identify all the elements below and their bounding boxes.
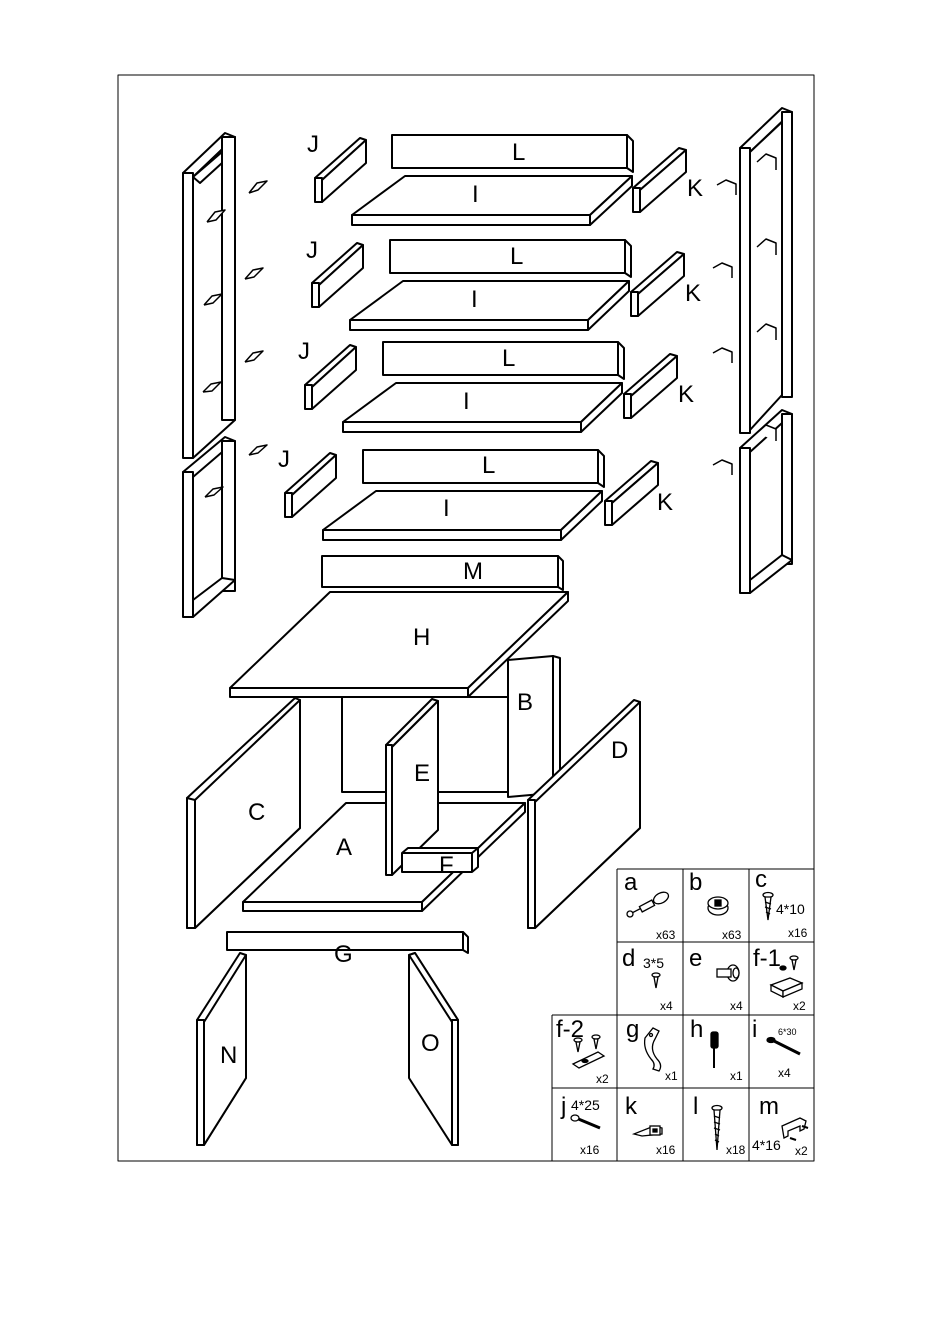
label-b: B xyxy=(517,689,533,716)
label-k-4: K xyxy=(657,489,673,516)
label-i-4: I xyxy=(443,495,450,522)
label-n: N xyxy=(220,1042,237,1069)
hw-letter-a: a xyxy=(624,869,638,896)
label-j-2: J xyxy=(306,237,318,264)
tier-1 xyxy=(315,135,686,225)
hw-count-g: x1 xyxy=(665,1069,678,1083)
hw-letter-c: c xyxy=(755,866,767,893)
label-l-4: L xyxy=(482,452,495,479)
label-i-1: I xyxy=(472,181,479,208)
hw-count-e: x4 xyxy=(730,999,743,1013)
label-e: E xyxy=(414,760,430,787)
hw-count-f-1: x2 xyxy=(793,999,806,1013)
label-h: H xyxy=(413,624,430,651)
hw-count-l: x18 xyxy=(726,1143,746,1157)
label-j-4: J xyxy=(278,446,290,473)
board-m xyxy=(322,556,563,590)
label-l-2: L xyxy=(510,243,523,270)
right-lower-frame xyxy=(740,410,792,593)
tier-2 xyxy=(312,240,684,330)
screw-3x5-icon xyxy=(652,973,660,988)
label-l-1: L xyxy=(512,139,525,166)
hw-size-c: 4*10 xyxy=(776,901,805,917)
label-k-2: K xyxy=(685,280,701,307)
label-g: G xyxy=(334,941,353,968)
tier-3 xyxy=(305,342,677,432)
hw-count-k: x16 xyxy=(656,1143,676,1157)
hw-size-j: 4*25 xyxy=(571,1097,600,1113)
cam-lock-icon xyxy=(708,897,728,915)
hw-letter-b: b xyxy=(689,869,702,896)
hw-letter-j: j xyxy=(560,1093,566,1120)
bracket-icon xyxy=(634,1126,662,1136)
label-d: D xyxy=(611,737,628,764)
label-i-2: I xyxy=(471,286,478,313)
hw-count-b: x63 xyxy=(722,928,742,942)
label-k-1: K xyxy=(687,175,703,202)
hw-letter-m: m xyxy=(759,1093,779,1120)
hw-count-i: x4 xyxy=(778,1066,791,1080)
label-c: C xyxy=(248,799,265,826)
shelf-support-icon xyxy=(717,965,739,981)
hw-letter-k: k xyxy=(625,1093,638,1120)
hw-letter-h: h xyxy=(690,1016,703,1043)
hw-letter-i: i xyxy=(752,1016,757,1043)
tier-4 xyxy=(285,450,658,540)
hw-letter-d: d xyxy=(622,945,635,972)
label-j-1: J xyxy=(307,131,319,158)
handle-icon xyxy=(782,1118,808,1140)
hw-count-h: x1 xyxy=(730,1069,743,1083)
hw-letter-f-2: f-2 xyxy=(556,1016,584,1043)
hw-letter-f-1: f-1 xyxy=(753,945,781,972)
label-k-3: K xyxy=(678,381,694,408)
label-o: O xyxy=(421,1030,440,1057)
left-lower-frame xyxy=(183,437,235,617)
label-l-3: L xyxy=(502,345,515,372)
label-f: F xyxy=(439,852,454,879)
label-a: A xyxy=(336,834,352,861)
hw-letter-l: l xyxy=(693,1093,698,1120)
screw-6x30-icon xyxy=(767,1038,800,1055)
hw-size-i: 6*30 xyxy=(778,1027,797,1037)
hook-icon xyxy=(645,1028,661,1071)
label-i-3: I xyxy=(463,388,470,415)
hw-count-d: x4 xyxy=(660,999,673,1013)
screw-4x10-icon xyxy=(763,893,773,921)
hw-letter-e: e xyxy=(689,945,702,972)
left-upper-frame xyxy=(183,133,235,458)
label-j-3: J xyxy=(298,338,310,365)
screw-4x25-icon xyxy=(571,1115,600,1128)
hw-count-a: x63 xyxy=(656,928,676,942)
label-m: M xyxy=(463,558,483,585)
hw-count-c: x16 xyxy=(788,926,808,940)
hw-count-j: x16 xyxy=(580,1143,600,1157)
screw-long-icon xyxy=(712,1106,722,1151)
hw-size-m: 4*16 xyxy=(752,1137,781,1153)
hw-size-d: 3*5 xyxy=(643,955,664,971)
hw-count-m: x2 xyxy=(795,1144,808,1158)
hw-count-f-2: x2 xyxy=(596,1072,609,1086)
screwdriver-icon xyxy=(711,1032,718,1068)
hw-letter-g: g xyxy=(626,1016,639,1043)
